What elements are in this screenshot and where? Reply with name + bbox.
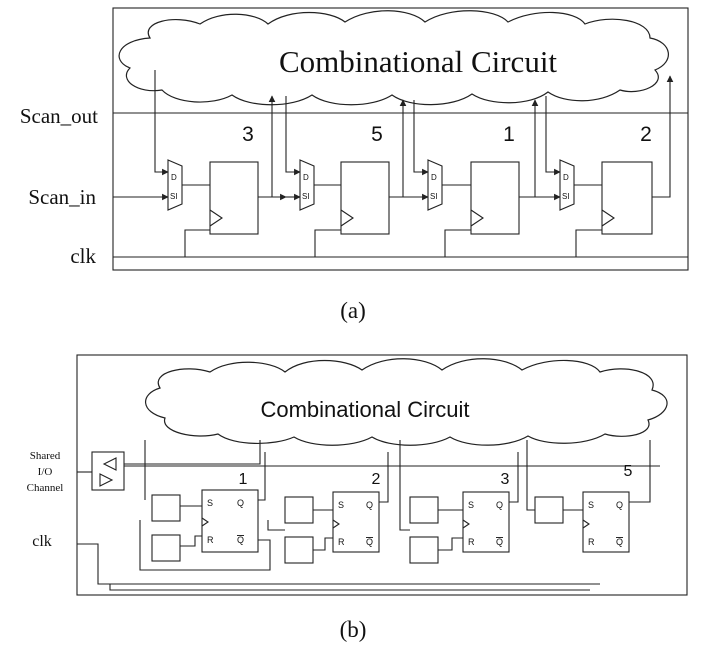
diagram-a-stage-2: D SI 5 (285, 96, 429, 257)
svg-text:Q: Q (366, 500, 373, 510)
mux-4 (559, 159, 575, 211)
svg-text:D: D (303, 173, 309, 182)
mux-3 (427, 159, 443, 211)
svg-text:R: R (588, 537, 595, 547)
clk-label-b: clk (32, 533, 52, 550)
mux-b3-top (409, 496, 439, 524)
flip-flop-b1 (201, 489, 259, 553)
svg-text:R: R (338, 537, 345, 547)
diagram-b-stage-3: S R Q Q 3 (399, 440, 519, 564)
diagram-b-stage-4: S R Q Q 5 (526, 440, 651, 553)
clk-line-b (77, 543, 600, 585)
svg-text:D: D (171, 173, 177, 182)
stage-number-a-1: 3 (242, 123, 254, 146)
svg-text:Q: Q (237, 535, 244, 545)
flip-flop-2 (340, 161, 390, 235)
mux-1 (167, 159, 183, 211)
svg-text:S: S (468, 500, 474, 510)
flip-flop-b3 (462, 491, 510, 553)
mux-b2-top (284, 496, 314, 524)
svg-text:SI: SI (302, 192, 310, 201)
flip-flop-4 (601, 161, 653, 235)
stage-number-b-1: 1 (239, 471, 248, 488)
stage-number-b-3: 3 (501, 471, 510, 488)
diagram-a-cloud-label: Combinational Circuit (279, 44, 557, 79)
svg-text:S: S (338, 500, 344, 510)
svg-text:SI: SI (170, 192, 178, 201)
svg-text:SI: SI (562, 192, 570, 201)
diagram-a-border (112, 7, 689, 271)
flip-flop-1 (209, 161, 259, 235)
diagram-a: Combinational Circuit Scan_out Scan_in c… (20, 7, 689, 323)
mux-b3-bottom (409, 536, 439, 564)
diagram-b-stage-2: S R Q Q 2 (267, 452, 389, 564)
stage-number-b-2: 2 (372, 471, 381, 488)
svg-text:S: S (207, 498, 213, 508)
svg-text:R: R (207, 535, 214, 545)
svg-text:SI: SI (430, 192, 438, 201)
svg-text:D: D (563, 173, 569, 182)
diagram-b: Combinational Circuit Shared I/O Channel… (27, 354, 688, 642)
caption-b: (b) (340, 617, 367, 642)
shared-io-buffer (77, 451, 125, 491)
caption-a: (a) (340, 298, 366, 323)
svg-text:S: S (588, 500, 594, 510)
stage-number-a-3: 1 (503, 123, 515, 146)
stage-number-b-4: 5 (624, 463, 633, 480)
mux-2 (299, 159, 315, 211)
diagram-a-cloud (118, 10, 669, 106)
flip-flop-b4 (582, 491, 630, 553)
diagram-a-stage-3: D SI 1 (413, 99, 561, 257)
shared-io-label-1: Shared (30, 450, 61, 462)
mux-b1-bottom (151, 534, 181, 562)
diagram-a-stage-1: D SI 3 (154, 70, 287, 257)
mux-b1-top (151, 494, 181, 522)
svg-text:Q: Q (616, 537, 623, 547)
scan-in-label: Scan_in (28, 185, 96, 209)
shared-io-label-3: Channel (27, 482, 64, 494)
mux-b4 (534, 496, 564, 524)
diagram-b-stage-1: S R Q Q 1 (139, 452, 271, 571)
stage-number-a-2: 5 (371, 123, 383, 146)
stage-number-a-4: 2 (640, 123, 652, 146)
svg-text:Q: Q (616, 500, 623, 510)
diagram-b-cloud-label: Combinational Circuit (260, 397, 469, 422)
svg-text:R: R (468, 537, 475, 547)
flip-flop-b2 (332, 491, 380, 553)
flip-flop-3 (470, 161, 520, 235)
svg-text:Q: Q (496, 500, 503, 510)
diagram-a-stage-4: D SI 2 (545, 75, 674, 257)
clk-label-a: clk (70, 244, 96, 268)
svg-text:D: D (431, 173, 437, 182)
svg-text:Q: Q (237, 498, 244, 508)
svg-text:Q: Q (366, 537, 373, 547)
scan-out-label: Scan_out (20, 104, 98, 128)
svg-text:Q: Q (496, 537, 503, 547)
diagram-b-border (76, 354, 688, 596)
mux-b2-bottom (284, 536, 314, 564)
diagram-b-cloud (145, 358, 668, 446)
shared-io-label-2: I/O (38, 466, 53, 478)
